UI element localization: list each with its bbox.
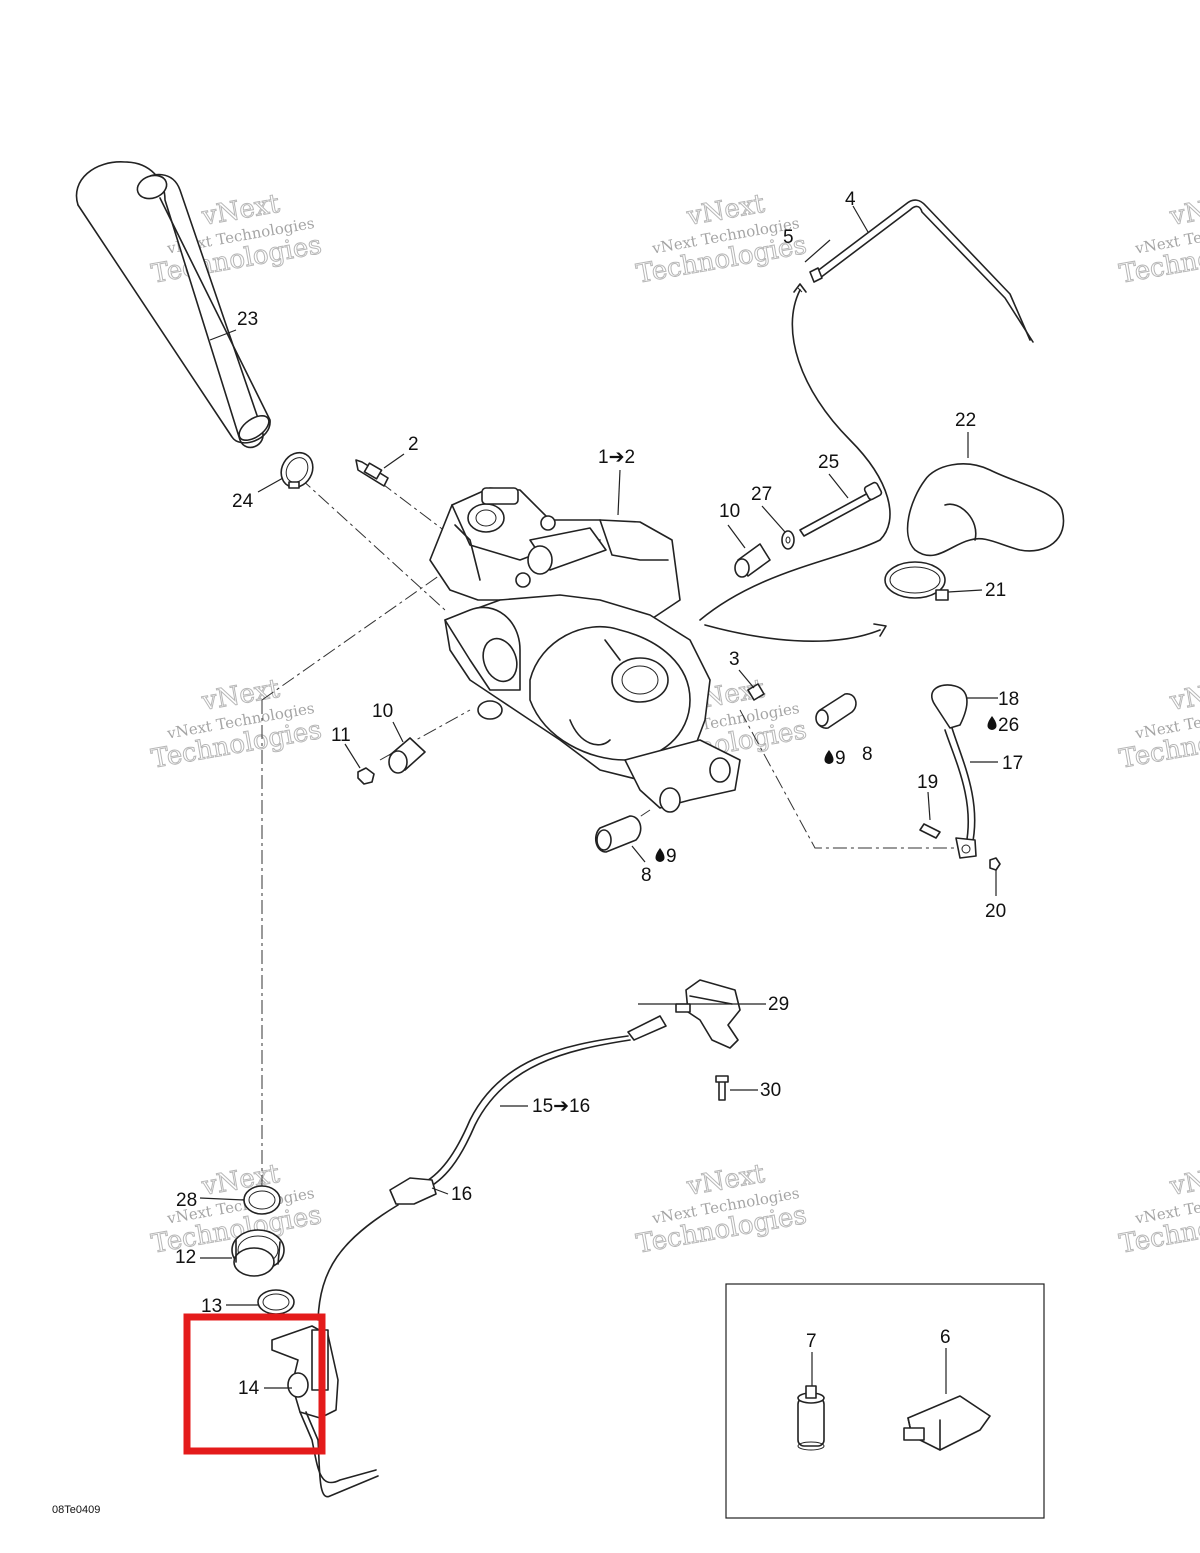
callout-10-left: 10: [372, 701, 393, 722]
alignment-line-intake: [299, 477, 446, 611]
part-oring-small: [477, 700, 503, 720]
watermark-line1: vNext: [1167, 189, 1200, 232]
part-20-nut: [989, 857, 1001, 871]
part-27-washer: [781, 530, 795, 550]
alignment-line-nut: [379, 709, 471, 761]
part-24-clamp: [280, 451, 314, 489]
part-23-intake-tube: [75, 161, 271, 449]
callout-21: 21: [985, 580, 1006, 601]
callout-16: 16: [451, 1184, 472, 1205]
callout-9-lower: 9: [666, 846, 677, 867]
part-8-mount-right: [815, 693, 857, 729]
part-25-bolt: [799, 481, 883, 537]
alignment-line-shift: [739, 709, 962, 849]
watermark: vNext vNext Technologies Technologies: [1117, 188, 1200, 290]
callout-4: 4: [845, 189, 856, 210]
callout-10-upper: 10: [719, 501, 740, 522]
callout-1-2: 1➔2: [598, 447, 635, 468]
callout-15-16: 15➔16: [532, 1096, 590, 1117]
watermark: vNext vNext Technologies Technologies: [149, 673, 325, 775]
callout-7: 7: [806, 1331, 817, 1352]
part-22-air-boot: [906, 463, 1065, 557]
callout-20: 20: [985, 901, 1006, 922]
drawing-code: 08Te0409: [52, 1504, 100, 1516]
watermark: vNext vNext Technologies Technologies: [149, 1158, 325, 1260]
part-17-shift-lever: [944, 727, 977, 859]
callout-30: 30: [760, 1080, 781, 1101]
inset-box: [725, 1283, 1045, 1519]
part-5-fitting: [809, 267, 823, 283]
callout-5: 5: [783, 227, 794, 248]
callout-28: 28: [176, 1190, 197, 1211]
part-18-shift-knob: [931, 684, 968, 729]
callout-29: 29: [768, 994, 789, 1015]
watermark: vNext vNext Technologies Technologies: [1117, 1158, 1200, 1260]
callout-8-right: 8: [862, 744, 873, 765]
part-13-o-ring: [257, 1289, 295, 1315]
callout-11: 11: [331, 725, 351, 746]
callout-13: 13: [201, 1296, 222, 1317]
arrow-head: [873, 623, 887, 637]
part-12-adapter: [231, 1229, 285, 1277]
callout-3: 3: [729, 649, 740, 670]
callout-6: 6: [940, 1327, 951, 1348]
part-7-fuel-pump: [797, 1385, 825, 1451]
part-10-engine-mount-upper: [734, 543, 771, 578]
part-28-clamp: [243, 1185, 281, 1215]
callout-17: 17: [1002, 753, 1023, 774]
drop-icon: [987, 716, 997, 730]
part-1-engine: [429, 487, 741, 813]
part-11-nut: [357, 767, 375, 785]
return-line-arc: [699, 289, 891, 621]
callout-8-lower: 8: [641, 865, 652, 886]
part-30-screw: [715, 1075, 729, 1101]
callout-12: 12: [175, 1247, 196, 1268]
watermark: vNext vNext Technologies Technologies: [1117, 673, 1200, 775]
callout-27: 27: [751, 484, 772, 505]
arrow-head: [793, 283, 807, 293]
part-29-throttle-housing: [675, 979, 741, 1049]
part-15-throttle-cable: [419, 1015, 667, 1191]
callout-9-right: 9: [835, 748, 846, 769]
callout-19: 19: [917, 772, 938, 793]
part-19-bolt: [919, 823, 941, 839]
part-16-cable-adjuster: [317, 1177, 437, 1321]
part-21-clamp: [884, 561, 949, 601]
callout-25: 25: [818, 452, 839, 473]
drop-icon: [655, 848, 665, 862]
part-3-stud: [747, 683, 765, 701]
watermark: vNext vNext Technologies Technologies: [634, 188, 810, 290]
watermark-line1: vNext: [1167, 674, 1200, 717]
leader-lines: [199, 205, 998, 1394]
callout-2: 2: [408, 434, 419, 455]
callout-26: 26: [998, 715, 1019, 736]
callout-24: 24: [232, 491, 254, 512]
part-6-module: [903, 1395, 991, 1451]
part-2-spark-plug: [355, 459, 389, 487]
callout-23: 23: [237, 309, 258, 330]
return-line-lower: [704, 624, 881, 642]
callout-labels: 1➔2 2 3 4 5 6 7 8 8 9 9 10 10 11 12 13 1…: [175, 189, 1023, 1399]
callout-18: 18: [998, 689, 1019, 710]
callout-22: 22: [955, 410, 976, 431]
watermark: vNext vNext Technologies Technologies: [634, 1158, 810, 1260]
callout-14: 14: [238, 1378, 260, 1399]
highlight-box-part-14: [183, 1313, 326, 1455]
part-10-engine-mount-left: [388, 737, 426, 774]
watermark-line1: vNext: [1167, 1159, 1200, 1202]
part-8-mount-lower: [594, 815, 642, 853]
drop-icon: [824, 750, 834, 764]
part-4-vent-line: [815, 199, 1034, 343]
